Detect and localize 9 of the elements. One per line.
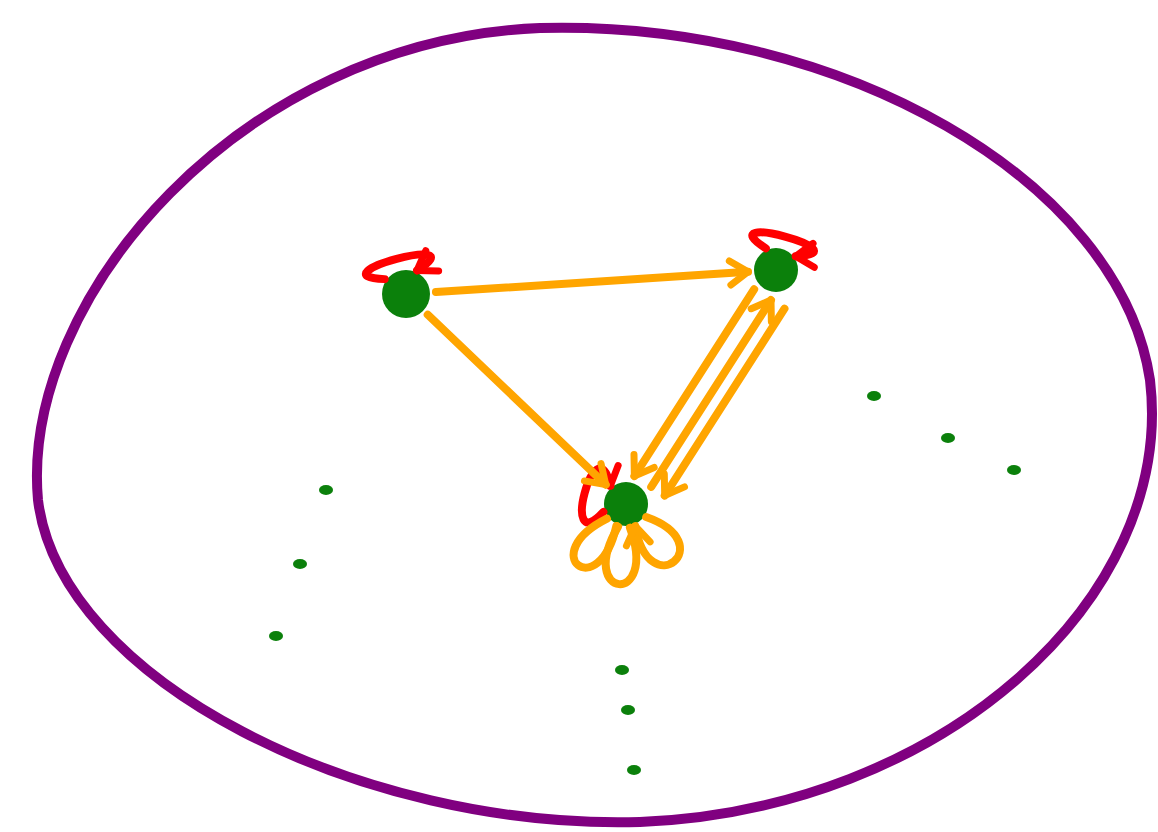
arrow [423, 310, 610, 489]
self-loop-arrow [748, 228, 819, 270]
arrow [647, 296, 775, 491]
arrow [431, 257, 753, 297]
arrow [660, 304, 789, 500]
arrow [630, 285, 759, 481]
self-loop-arrow [362, 246, 443, 284]
self-loop-arrow [624, 513, 685, 569]
self-loop-arrow [578, 461, 620, 527]
